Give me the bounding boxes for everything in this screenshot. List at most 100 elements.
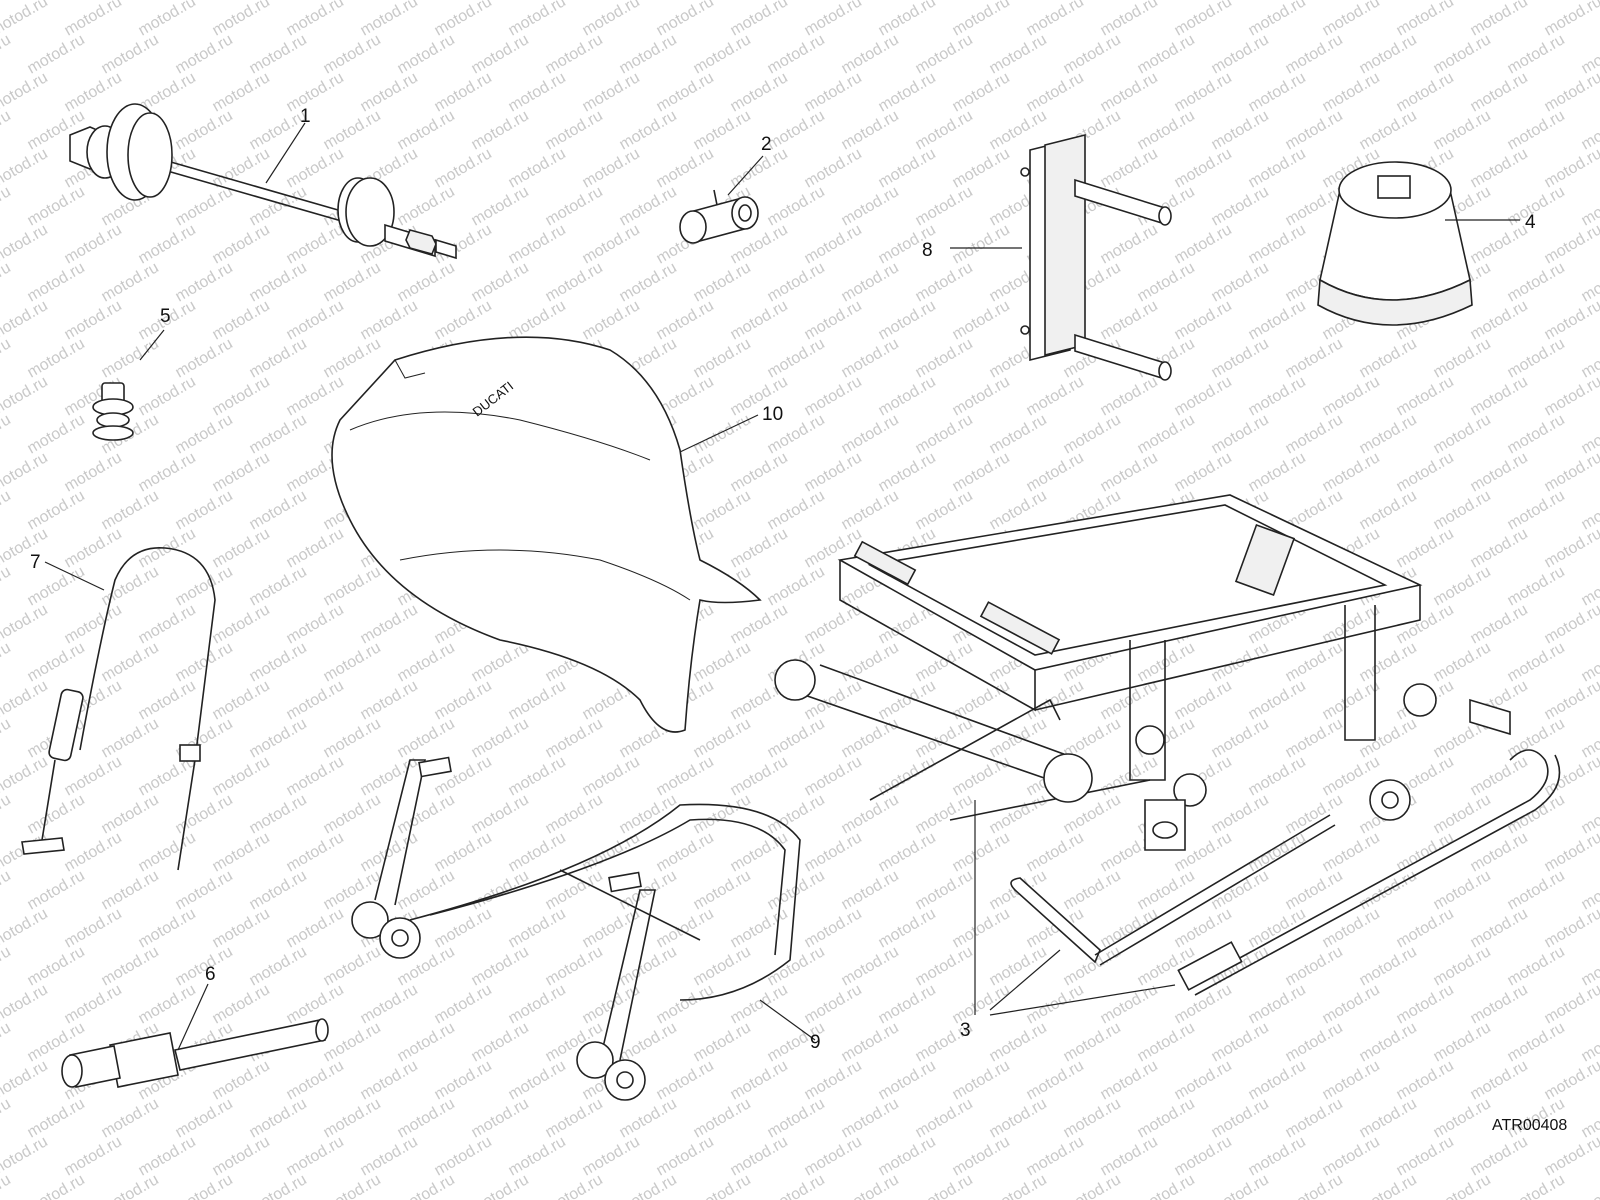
- watermark-text: motod.ru: [0, 525, 51, 571]
- watermark-text: motod.ru: [617, 1171, 680, 1200]
- watermark-text: motod.ru: [654, 297, 717, 343]
- watermark-text: motod.ru: [1209, 1171, 1272, 1200]
- watermark-text: motod.ru: [247, 259, 310, 305]
- watermark-text: motod.ru: [1283, 31, 1346, 77]
- watermark-text: motod.ru: [99, 943, 162, 989]
- watermark-text: motod.ru: [1246, 0, 1309, 39]
- watermark-text: motod.ru: [432, 677, 495, 723]
- watermark-text: motod.ru: [1505, 791, 1568, 837]
- watermark-text: motod.ru: [765, 1171, 828, 1200]
- watermark-text: motod.ru: [1542, 677, 1600, 723]
- callout-5: 5: [160, 306, 171, 327]
- watermark-text: motod.ru: [728, 601, 791, 647]
- watermark-text: motod.ru: [1172, 1057, 1235, 1103]
- watermark-text: motod.ru: [0, 487, 14, 533]
- watermark-text: motod.ru: [0, 221, 51, 267]
- watermark-text: motod.ru: [1246, 981, 1309, 1027]
- watermark-text: motod.ru: [1283, 1019, 1346, 1065]
- watermark-text: motod.ru: [210, 221, 273, 267]
- watermark-text: motod.ru: [247, 867, 310, 913]
- watermark-text: motod.ru: [358, 981, 421, 1027]
- watermark-text: motod.ru: [432, 1057, 495, 1103]
- watermark-text: motod.ru: [1283, 411, 1346, 457]
- watermark-text: motod.ru: [839, 867, 902, 913]
- watermark-text: motod.ru: [839, 1095, 902, 1141]
- watermark-text: motod.ru: [876, 1133, 939, 1179]
- watermark-text: motod.ru: [1209, 715, 1272, 761]
- watermark-text: motod.ru: [913, 259, 976, 305]
- watermark-text: motod.ru: [284, 905, 347, 951]
- watermark-text: motod.ru: [210, 1133, 273, 1179]
- watermark-text: motod.ru: [1468, 145, 1531, 191]
- watermark-text: motod.ru: [136, 829, 199, 875]
- watermark-text: motod.ru: [765, 487, 828, 533]
- watermark-text: motod.ru: [950, 981, 1013, 1027]
- watermark-text: motod.ru: [0, 297, 51, 343]
- watermark-text: motod.ru: [1394, 981, 1457, 1027]
- watermark-text: motod.ru: [247, 487, 310, 533]
- watermark-text: motod.ru: [1394, 69, 1457, 115]
- watermark-text: motod.ru: [506, 753, 569, 799]
- watermark-text: motod.ru: [173, 107, 236, 153]
- watermark-text: motod.ru: [0, 943, 14, 989]
- watermark-text: motod.ru: [913, 943, 976, 989]
- figure-code: ATR00408: [1492, 1117, 1567, 1134]
- watermark-text: motod.ru: [1468, 449, 1531, 495]
- watermark-text: motod.ru: [321, 107, 384, 153]
- watermark-text: motod.ru: [691, 943, 754, 989]
- watermark-text: motod.ru: [173, 1095, 236, 1141]
- watermark-text: motod.ru: [210, 753, 273, 799]
- watermark-text: motod.ru: [543, 1171, 606, 1200]
- watermark-text: motod.ru: [1209, 259, 1272, 305]
- watermark-text: motod.ru: [950, 221, 1013, 267]
- watermark-text: motod.ru: [802, 829, 865, 875]
- watermark-text: motod.ru: [284, 829, 347, 875]
- watermark-text: motod.ru: [1098, 753, 1161, 799]
- watermark-text: motod.ru: [210, 449, 273, 495]
- watermark-text: motod.ru: [987, 1171, 1050, 1200]
- watermark-text: motod.ru: [1061, 1171, 1124, 1200]
- watermark-text: motod.ru: [321, 563, 384, 609]
- watermark-text: motod.ru: [1357, 107, 1420, 153]
- watermark-text: motod.ru: [876, 905, 939, 951]
- watermark-text: motod.ru: [987, 1095, 1050, 1141]
- watermark-text: motod.ru: [987, 715, 1050, 761]
- watermark-text: motod.ru: [469, 867, 532, 913]
- watermark-text: motod.ru: [839, 487, 902, 533]
- watermark-text: motod.ru: [247, 563, 310, 609]
- watermark-text: motod.ru: [1505, 107, 1568, 153]
- watermark-text: motod.ru: [1468, 0, 1531, 39]
- watermark-text: motod.ru: [1246, 829, 1309, 875]
- watermark-text: motod.ru: [839, 335, 902, 381]
- watermark-text: motod.ru: [358, 0, 421, 39]
- watermark-text: motod.ru: [358, 1057, 421, 1103]
- watermark-text: motod.ru: [210, 297, 273, 343]
- watermark-text: motod.ru: [210, 981, 273, 1027]
- watermark-text: motod.ru: [913, 715, 976, 761]
- watermark-text: motod.ru: [617, 259, 680, 305]
- watermark-text: motod.ru: [913, 791, 976, 837]
- watermark-text: motod.ru: [173, 335, 236, 381]
- watermark-text: motod.ru: [691, 1171, 754, 1200]
- part-5-cap: [92, 382, 134, 441]
- watermark-text: motod.ru: [1135, 867, 1198, 913]
- watermark-text: motod.ru: [950, 373, 1013, 419]
- watermark-text: motod.ru: [765, 107, 828, 153]
- watermark-text: motod.ru: [1357, 1019, 1420, 1065]
- watermark-text: motod.ru: [802, 753, 865, 799]
- watermark-text: motod.ru: [469, 1019, 532, 1065]
- watermark-text: motod.ru: [543, 259, 606, 305]
- watermark-text: motod.ru: [728, 297, 791, 343]
- watermark-text: motod.ru: [0, 981, 51, 1027]
- watermark-text: motod.ru: [987, 31, 1050, 77]
- watermark-text: motod.ru: [950, 1057, 1013, 1103]
- watermark-text: motod.ru: [1246, 297, 1309, 343]
- watermark-text: motod.ru: [1579, 1171, 1600, 1200]
- watermark-text: motod.ru: [691, 259, 754, 305]
- watermark-text: motod.ru: [1431, 1095, 1494, 1141]
- watermark-text: motod.ru: [1320, 981, 1383, 1027]
- watermark-text: motod.ru: [543, 31, 606, 77]
- watermark-text: motod.ru: [1098, 373, 1161, 419]
- watermark-text: motod.ru: [1542, 753, 1600, 799]
- watermark-text: motod.ru: [0, 1019, 14, 1065]
